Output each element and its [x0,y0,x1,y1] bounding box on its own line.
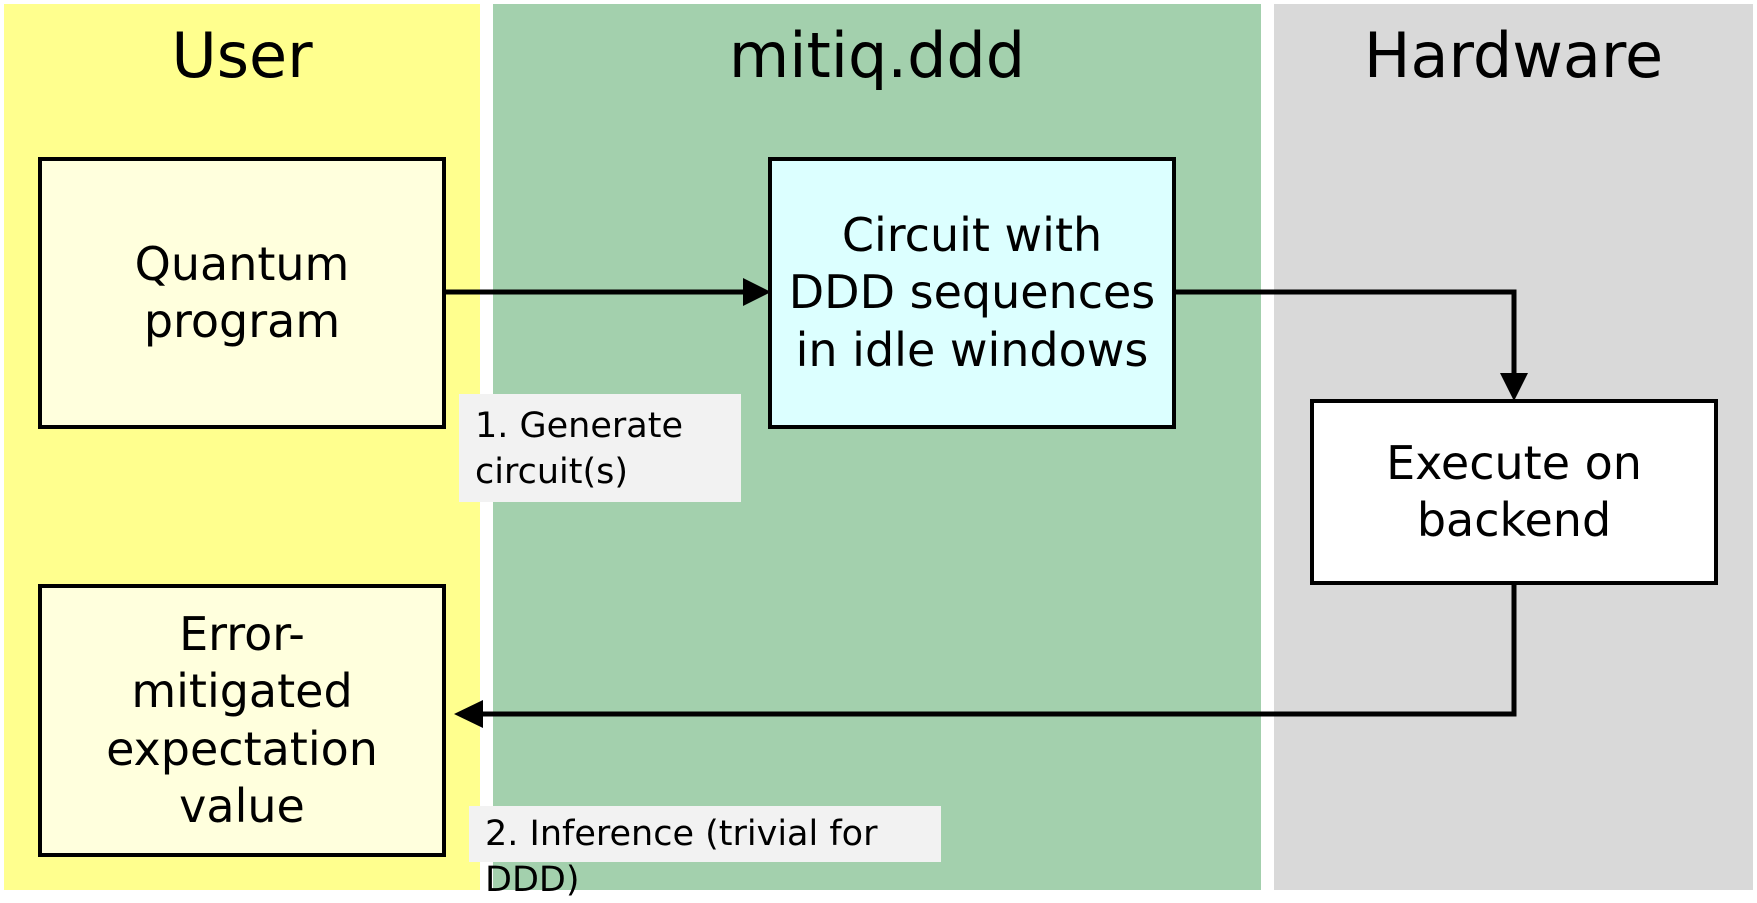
arrowhead-execute-to-result [454,700,483,728]
step-label-generate: 1. Generate circuit(s) [459,394,741,502]
edge-circuit-to-execute [1174,289,1517,375]
box-execute-on-backend: Execute on backend [1310,399,1718,585]
box-quantum-program: Quantum program [38,157,446,429]
arrowhead-program-to-circuit [743,278,771,306]
box-ddd-circuit: Circuit with DDD sequences in idle windo… [768,157,1176,429]
box-error-mitigated-value: Error- mitigated expectation value [38,584,446,857]
arrowhead-circuit-to-execute [1500,373,1528,401]
lane-mitiq-ddd-title: mitiq.ddd [728,19,1026,92]
lane-hardware-title: Hardware [1363,19,1664,92]
lane-user-title: User [171,19,313,92]
edge-execute-to-result [480,583,1517,717]
step-label-inference: 2. Inference (trivial for DDD) [469,806,941,900]
